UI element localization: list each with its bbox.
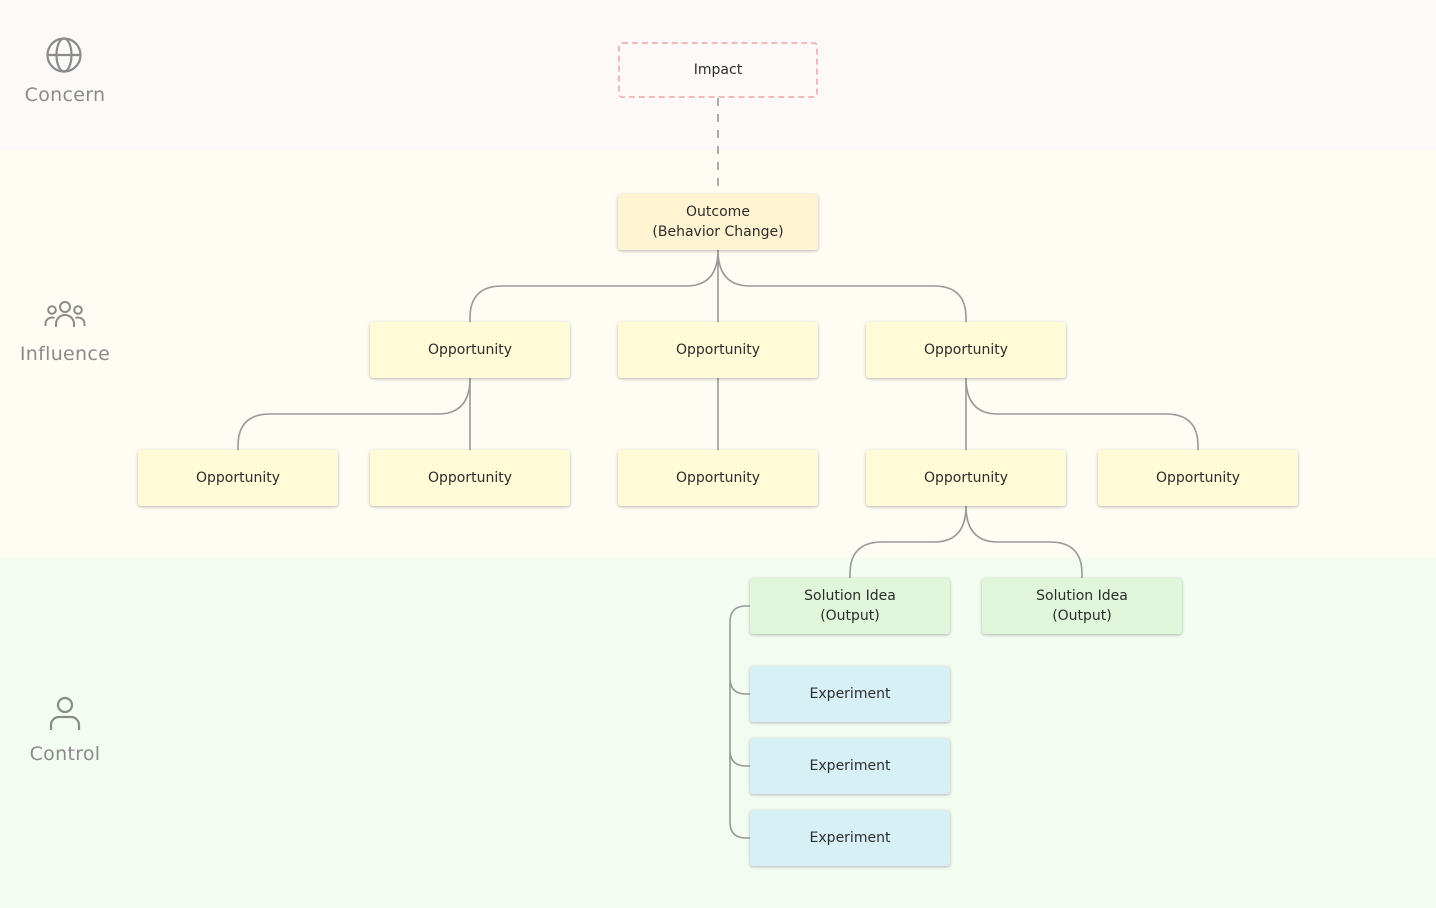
- opportunity-node[interactable]: Opportunity: [618, 322, 818, 378]
- opp-1-children-links: [237, 377, 471, 450]
- control-band: [0, 557, 1436, 908]
- opportunity-node[interactable]: Opportunity: [370, 322, 570, 378]
- opportunity-node[interactable]: Opportunity: [370, 450, 570, 506]
- opportunity-node[interactable]: Opportunity: [138, 450, 338, 506]
- outcome-opp-links: [469, 249, 967, 322]
- solution-experiments-links: [729, 605, 750, 839]
- solution-idea-node[interactable]: Solution Idea (Output): [982, 578, 1182, 634]
- opportunity-node[interactable]: Opportunity: [618, 450, 818, 506]
- zone-label-influence: Influence: [19, 343, 111, 365]
- impact-node[interactable]: Impact: [618, 42, 818, 98]
- outcome-node[interactable]: Outcome (Behavior Change): [618, 194, 818, 250]
- opp-3a-solutions-links: [849, 505, 1083, 578]
- concern-band: [0, 0, 1436, 150]
- opp-3-children-links: [965, 377, 1199, 450]
- opportunity-node[interactable]: Opportunity: [866, 322, 1066, 378]
- solution-idea-node[interactable]: Solution Idea (Output): [750, 578, 950, 634]
- opportunity-node[interactable]: Opportunity: [1098, 450, 1298, 506]
- experiment-node[interactable]: Experiment: [750, 738, 950, 794]
- experiment-node[interactable]: Experiment: [750, 666, 950, 722]
- opportunity-node[interactable]: Opportunity: [866, 450, 1066, 506]
- person-icon: [49, 696, 81, 730]
- experiment-node[interactable]: Experiment: [750, 810, 950, 866]
- zone-label-control: Control: [29, 743, 101, 765]
- group-icon: [44, 301, 86, 327]
- globe-icon: [46, 37, 82, 73]
- zone-label-concern: Concern: [24, 84, 106, 106]
